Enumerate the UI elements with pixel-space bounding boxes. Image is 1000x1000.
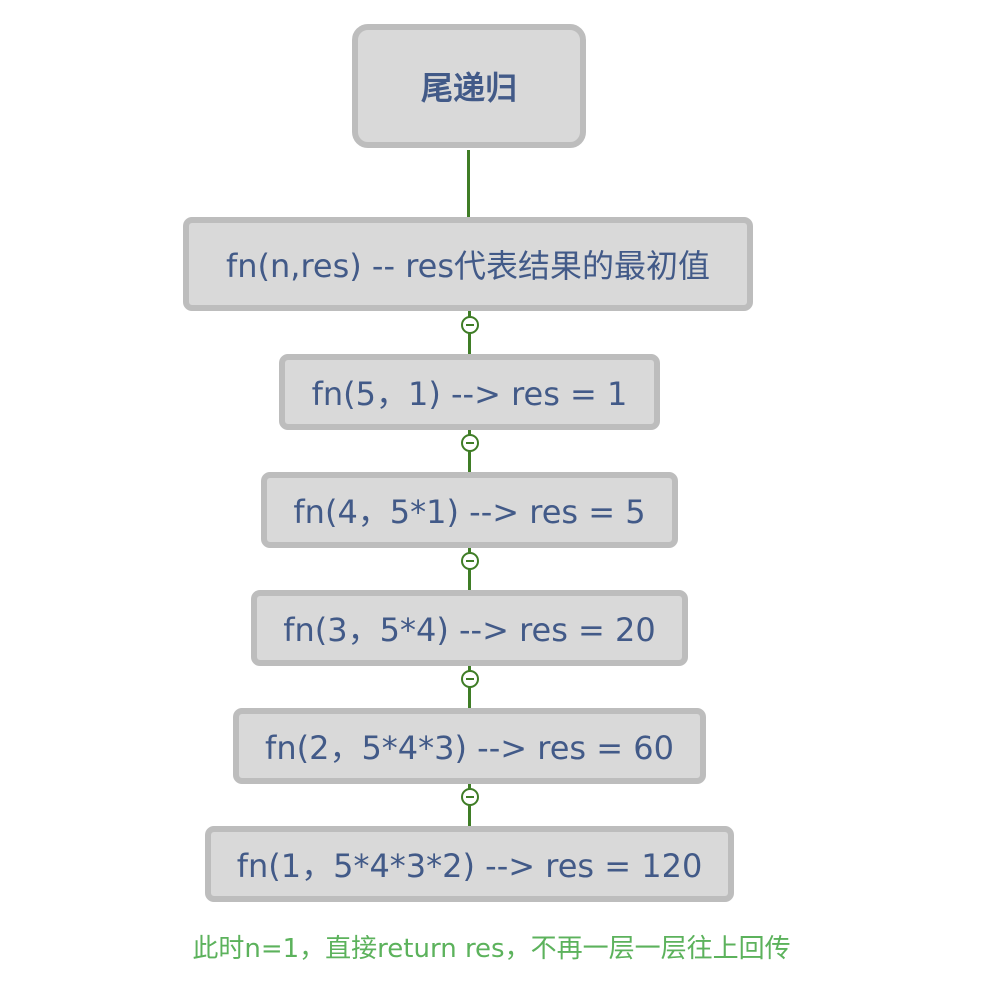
signature-node[interactable]: fn(n,res) -- res代表结果的最初值 — [183, 217, 753, 311]
connector-root — [467, 150, 470, 220]
collapse-icon[interactable] — [461, 552, 479, 570]
step-node-label: fn(5，1) --> res = 1 — [311, 375, 628, 413]
collapse-icon[interactable] — [461, 434, 479, 452]
root-node-label: 尾递归 — [420, 69, 517, 107]
step-node-label: fn(1，5*4*3*2) --> res = 120 — [236, 847, 703, 885]
step-node-label: fn(3，5*4) --> res = 20 — [283, 611, 656, 649]
step-node-5[interactable]: fn(1，5*4*3*2) --> res = 120 — [205, 826, 734, 902]
step-node-label: fn(4，5*1) --> res = 5 — [293, 493, 646, 531]
signature-node-label: fn(n,res) -- res代表结果的最初值 — [225, 247, 711, 285]
step-node-2[interactable]: fn(4，5*1) --> res = 5 — [261, 472, 678, 548]
step-node-4[interactable]: fn(2，5*4*3) --> res = 60 — [233, 708, 706, 784]
step-node-3[interactable]: fn(3，5*4) --> res = 20 — [251, 590, 688, 666]
step-node-label: fn(2，5*4*3) --> res = 60 — [265, 729, 674, 767]
collapse-icon[interactable] — [461, 316, 479, 334]
collapse-icon[interactable] — [461, 788, 479, 806]
step-node-1[interactable]: fn(5，1) --> res = 1 — [279, 354, 660, 430]
root-node[interactable]: 尾递归 — [352, 24, 586, 148]
diagram-note: 此时n=1，直接return res，不再一层一层往上回传 — [192, 934, 791, 964]
collapse-icon[interactable] — [461, 670, 479, 688]
